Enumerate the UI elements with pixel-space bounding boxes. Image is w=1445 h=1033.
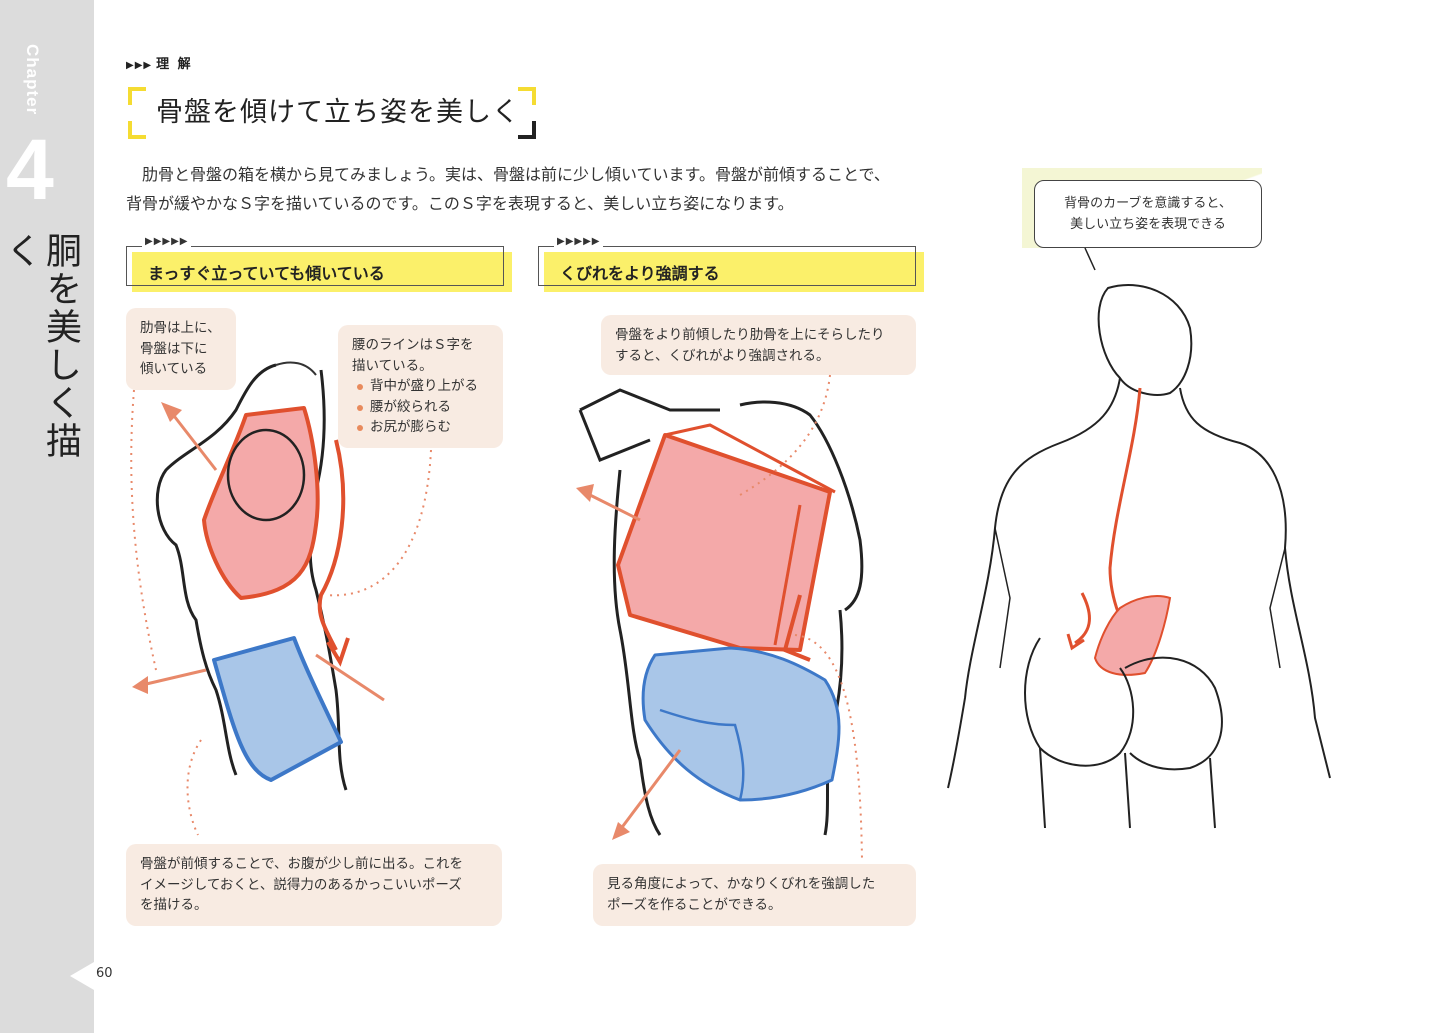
- title-bracket-icon: [128, 121, 146, 139]
- note-waist: 腰のラインはＳ字を 描いている。 背中が盛り上がる 腰が絞られる お尻が膨らむ: [338, 325, 503, 448]
- title-bracket-icon: [128, 87, 146, 105]
- list-item: お尻が膨らむ: [352, 417, 489, 438]
- note-waist-emphasis: 骨盤をより前傾したり肋骨を上にそらしたり すると、くびれがより強調される。: [601, 315, 916, 375]
- page-title: 骨盤を傾けて立ち姿を美しく: [156, 97, 520, 128]
- ribcage-shape: [616, 433, 832, 652]
- ribcage-shape: [202, 406, 320, 600]
- note-ribs: 肋骨は上に、 骨盤は下に 傾いている: [126, 308, 236, 390]
- section-label-text: 理 解: [156, 57, 193, 72]
- note-angle: 見る角度によって、かなりくびれを強調した ポーズを作ることができる。: [593, 864, 916, 926]
- back-view-figure: [947, 247, 1331, 829]
- note-pelvis-tilt: 骨盤が前傾することで、お腹が少し前に出る。これを イメージしておくと、説得力のあ…: [126, 844, 502, 926]
- title-bracket-icon: [518, 121, 536, 139]
- side-torso-figure: [130, 361, 432, 836]
- intro-line: 肋骨と骨盤の箱を横から見てみましょう。実は、骨盤は前に少し傾いています。骨盤が前…: [142, 165, 890, 184]
- list-item: 背中が盛り上がる: [352, 376, 489, 397]
- triangle-marker-icon: ▶▶▶: [126, 60, 153, 71]
- spine-callout: 背骨のカーブを意識すると、 美しい立ち姿を表現できる: [1034, 180, 1262, 248]
- chapter-number: 4: [6, 122, 54, 218]
- pelvis-shape: [212, 636, 343, 782]
- chapter-label: Chapter: [23, 44, 42, 116]
- left-subheading: ▶▶▶▶▶ まっすぐ立っていても傾いている: [126, 236, 512, 292]
- middle-subheading: ▶▶▶▶▶ くびれをより強調する: [538, 236, 924, 292]
- section-label: ▶▶▶理 解: [126, 53, 193, 72]
- page-arrow-icon: [70, 962, 94, 990]
- triangle-marker-icon: ▶▶▶▶▶: [142, 236, 192, 247]
- page-number: 60: [96, 966, 113, 981]
- middle-subheading-text: くびれをより強調する: [560, 264, 720, 283]
- list-item: 腰が絞られる: [352, 397, 489, 418]
- left-subheading-text: まっすぐ立っていても傾いている: [148, 264, 385, 283]
- waist-points-list: 背中が盛り上がる 腰が絞られる お尻が膨らむ: [352, 376, 489, 438]
- title-bracket-icon: [518, 87, 536, 105]
- pelvis-shape: [641, 646, 841, 802]
- chapter-sidebar: Chapter 4 胴を美しく描く: [0, 0, 94, 1033]
- triangle-marker-icon: ▶▶▶▶▶: [554, 236, 604, 247]
- waist-highlight: [1093, 595, 1172, 676]
- intro-line: 背骨が緩やかなＳ字を描いているのです。このＳ字を表現すると、美しい立ち姿になりま…: [126, 194, 794, 213]
- back-twist-figure: [576, 374, 864, 861]
- chapter-title: 胴を美しく描く: [0, 232, 81, 460]
- intro-paragraph: 肋骨と骨盤の箱を横から見てみましょう。実は、骨盤は前に少し傾いています。骨盤が前…: [126, 160, 926, 218]
